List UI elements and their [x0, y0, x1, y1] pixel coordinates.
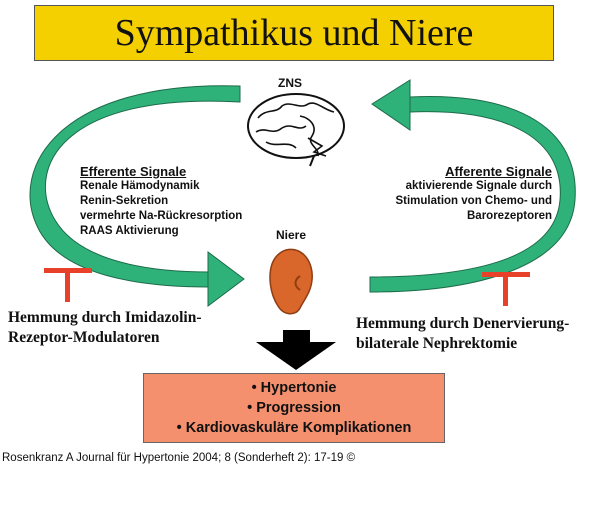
brain-icon: [247, 93, 345, 167]
down-arrow: [256, 330, 336, 370]
inhibition-left: Hemmung durch Imidazolin- Rezeptor-Modul…: [8, 309, 202, 346]
afferent-item: Stimulation von Chemo- und: [395, 195, 552, 207]
efferent-heading: Efferente Signale: [80, 164, 187, 179]
outcome-item: • Hypertonie: [251, 380, 337, 396]
efferent-item: RAAS Aktivierung: [80, 225, 179, 237]
efferent-item: Renin-Sekretion: [80, 195, 169, 207]
source-caption: Rosenkranz A Journal für Hypertonie 2004…: [2, 452, 356, 464]
efferent-arrow: [29, 85, 245, 307]
outcome-item: • Progression: [247, 400, 341, 416]
afferent-item: Barorezeptoren: [467, 210, 552, 222]
afferent-item: aktivierende Signale durch: [405, 180, 552, 192]
page-title: Sympathikus und Niere: [114, 12, 474, 54]
afferent-arrow: [369, 79, 576, 293]
afferent-block: Afferente Signale aktivierende Signale d…: [395, 164, 552, 224]
efferent-item: Renale Hämodynamik: [80, 180, 200, 192]
inhibit-symbol-left: [44, 268, 92, 302]
inhibit-symbol-right: [482, 272, 530, 306]
inhibition-right: Hemmung durch Denervierung- bilaterale N…: [356, 315, 570, 352]
niere-label: Niere: [276, 228, 307, 242]
afferent-heading: Afferente Signale: [445, 164, 552, 179]
outcome-item: • Kardiovaskuläre Komplikationen: [176, 420, 412, 436]
efferent-item: vermehrte Na-Rückresorption: [80, 210, 243, 222]
zns-label: ZNS: [278, 76, 302, 90]
efferent-block: Efferente Signale Renale Hämodynamik Ren…: [80, 164, 242, 239]
outcome-box: • Hypertonie • Progression • Kardiovasku…: [143, 373, 445, 443]
title-banner: Sympathikus und Niere: [34, 5, 554, 61]
kidney-icon: [269, 248, 313, 315]
